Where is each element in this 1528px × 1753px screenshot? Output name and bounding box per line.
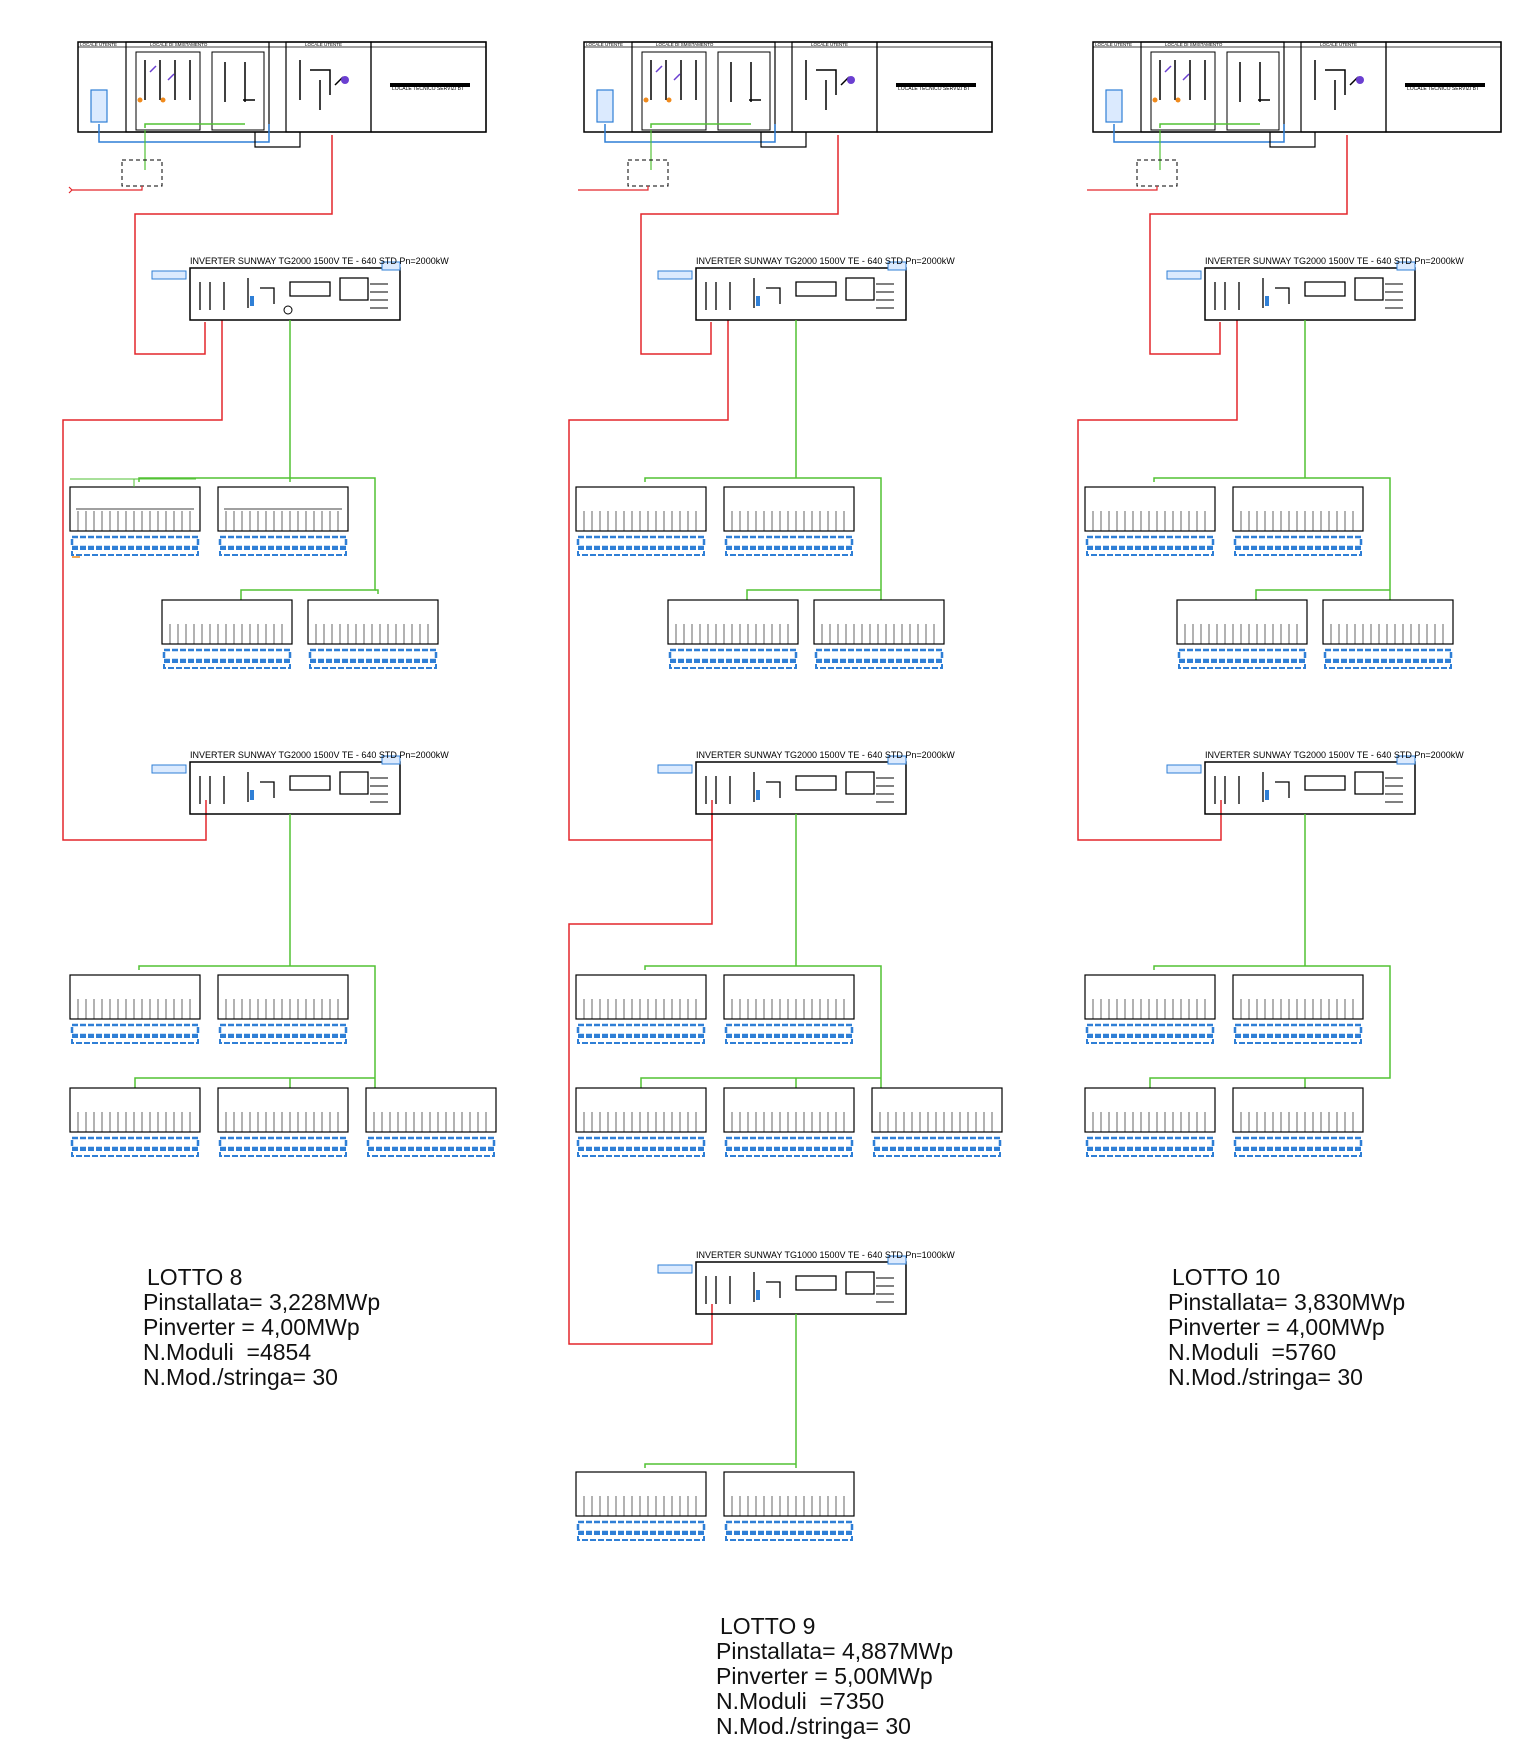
room-label: LOCALE DI SMISTAMENTO: [150, 42, 208, 47]
p-inverter: Pinverter = 4,00MWp: [143, 1314, 360, 1340]
string-box: [575, 1471, 707, 1541]
p-inverter: Pinverter = 5,00MWp: [716, 1663, 933, 1689]
inverter-label: INVERTER SUNWAY TG1000 1500V TE - 640 ST…: [696, 1250, 955, 1260]
lotto-summary: LOTTO 9 Pinstallata= 4,887MWp Pinverter …: [716, 1614, 953, 1739]
room-label: LOCALE UTENTE: [1320, 42, 1357, 47]
lotto-title: LOTTO 10: [1172, 1264, 1281, 1290]
string-box: [871, 1087, 1003, 1157]
inverter-label: INVERTER SUNWAY TG2000 1500V TE - 640 ST…: [190, 256, 449, 266]
string-box: [69, 1087, 201, 1157]
lotto-summary: LOTTO 10 Pinstallata= 3,830MWp Pinverter…: [1168, 1265, 1405, 1390]
inverter-label: INVERTER SUNWAY TG2000 1500V TE - 640 ST…: [1205, 750, 1464, 760]
string-box: [1322, 599, 1454, 669]
string-box: [575, 486, 707, 556]
ac-cable: [134, 135, 333, 355]
n-mod-stringa: N.Mod./stringa= 30: [143, 1364, 338, 1390]
string-box: [723, 1087, 855, 1157]
room-label: LOCALE UTENTE: [80, 42, 117, 47]
string-box: [1232, 974, 1364, 1044]
inverter-label: INVERTER SUNWAY TG2000 1500V TE - 640 ST…: [1205, 256, 1464, 266]
string-box: [575, 974, 707, 1044]
string-box: [307, 599, 439, 669]
room-label: LOCALE UTENTE: [811, 42, 848, 47]
string-box: [365, 1087, 497, 1157]
inverter-label: INVERTER SUNWAY TG2000 1500V TE - 640 ST…: [696, 750, 955, 760]
string-box: [1232, 1087, 1364, 1157]
lotto-9-scheme: [568, 41, 1003, 1541]
room-label: LOCALE TECNICO SERVIZI BT: [392, 86, 464, 92]
string-box: [723, 486, 855, 556]
inverter-label: INVERTER SUNWAY TG2000 1500V TE - 640 ST…: [696, 256, 955, 266]
inverter-label: INVERTER SUNWAY TG2000 1500V TE - 640 ST…: [190, 750, 449, 760]
string-box: [575, 1087, 707, 1157]
lotto-title: LOTTO 9: [720, 1613, 816, 1639]
inverter-block: [1166, 755, 1416, 815]
room-label: LOCALE DI SMISTAMENTO: [1165, 42, 1223, 47]
string-box: [1176, 599, 1308, 669]
room-label: LOCALE UTENTE: [1095, 42, 1132, 47]
lotto-summary: LOTTO 8 Pinstallata= 3,228MWp Pinverter …: [143, 1265, 380, 1390]
string-box: [217, 974, 349, 1044]
string-box: [69, 478, 201, 558]
room-label: LOCALE DI SMISTAMENTO: [656, 42, 714, 47]
inverter-block: [151, 261, 401, 321]
string-box: [1084, 974, 1216, 1044]
cabin-block: [578, 41, 993, 191]
string-box: [667, 599, 799, 669]
room-label: LOCALE TECNICO SERVIZI BT: [1407, 86, 1479, 92]
room-label: LOCALE UTENTE: [586, 42, 623, 47]
n-moduli: N.Moduli =7350: [716, 1688, 885, 1714]
string-box: [1232, 486, 1364, 556]
string-box: [1084, 486, 1216, 556]
lotto-10-scheme: [1077, 41, 1502, 1157]
inverter-block: [151, 755, 401, 815]
string-box: [813, 599, 945, 669]
string-box: [723, 1471, 855, 1541]
room-label: LOCALE TECNICO SERVIZI BT: [898, 86, 970, 92]
cabin-block: [68, 41, 487, 194]
room-label: LOCALE UTENTE: [305, 42, 342, 47]
inverter-block: [657, 1255, 907, 1315]
cabin-block: [1087, 41, 1502, 191]
n-mod-stringa: N.Mod./stringa= 30: [1168, 1364, 1363, 1390]
string-box: [69, 974, 201, 1044]
p-installata: Pinstallata= 3,830MWp: [1168, 1289, 1406, 1315]
inverter-block: [657, 261, 907, 321]
lotto-title: LOTTO 8: [147, 1264, 243, 1290]
string-box: [161, 599, 293, 669]
p-installata: Pinstallata= 4,887MWp: [716, 1638, 954, 1664]
string-box: [723, 974, 855, 1044]
inverter-block: [1166, 261, 1416, 321]
p-inverter: Pinverter = 4,00MWp: [1168, 1314, 1385, 1340]
n-moduli: N.Moduli =4854: [143, 1339, 312, 1365]
n-mod-stringa: N.Mod./stringa= 30: [716, 1713, 911, 1739]
string-box: [217, 1087, 349, 1157]
inverter-block: [657, 755, 907, 815]
lotto-8-scheme: [62, 41, 497, 1157]
n-moduli: N.Moduli =5760: [1168, 1339, 1337, 1365]
p-installata: Pinstallata= 3,228MWp: [143, 1289, 381, 1315]
string-box: [1084, 1087, 1216, 1157]
string-box: [217, 486, 349, 556]
